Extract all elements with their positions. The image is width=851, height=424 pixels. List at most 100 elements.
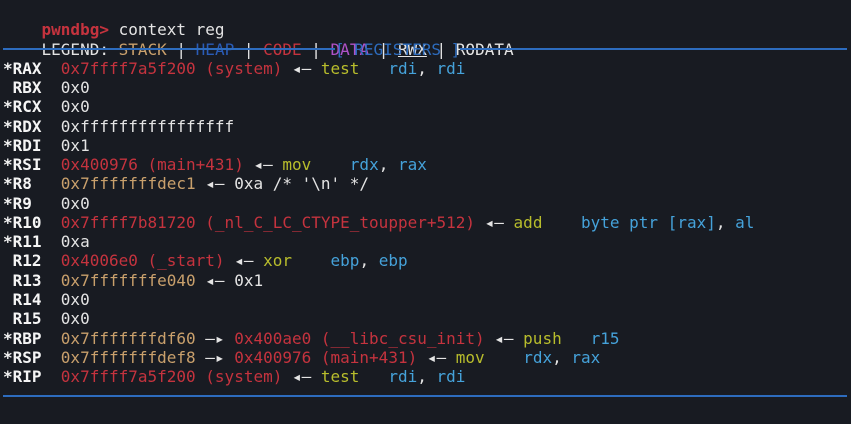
register-name: *RSI <box>3 155 61 175</box>
register-row: *RBP 0x7fffffffdf60 —▸ 0x400ae0 (__libc_… <box>3 329 851 348</box>
register-value-segment: rdx <box>349 155 379 175</box>
register-value-segment: ◂— <box>484 328 524 348</box>
register-value-segment <box>485 348 524 367</box>
register-row: R13 0x7fffffffe040 ◂— 0x1 <box>3 271 851 290</box>
register-value-segment: rax <box>571 347 601 367</box>
register-name: *RSP <box>3 347 61 367</box>
register-value-segment: ◂— 0x1 <box>195 270 264 290</box>
register-value-segment: , <box>359 251 379 271</box>
divider-line-left <box>3 48 335 51</box>
register-value-segment: 0x1 <box>60 135 90 155</box>
legend-separator: | <box>369 39 398 59</box>
register-value-segment: , <box>417 367 437 387</box>
register-value-segment: test <box>320 367 360 387</box>
divider-line-right <box>460 48 847 51</box>
register-name: RBX <box>3 78 61 98</box>
register-value-segment: ◂— <box>243 155 283 175</box>
register-row: *RAX 0x7ffff7a5f200 (system) ◂— test rdi… <box>3 59 851 78</box>
register-name: R12 <box>3 251 61 271</box>
register-value-segment: ◂— <box>475 212 514 232</box>
register-value-segment: rdi <box>388 58 418 78</box>
register-name: R14 <box>3 289 61 309</box>
register-value-segment: , <box>378 155 398 175</box>
register-value-segment: mov <box>455 347 485 367</box>
register-name: R13 <box>3 270 61 290</box>
register-row: R12 0x4006e0 (_start) ◂— xor ebp, ebp <box>3 251 851 270</box>
registers-section-title: [ REGISTERS ] <box>335 39 461 59</box>
register-row: *R11 0xa <box>3 232 851 251</box>
register-name: *RDI <box>3 135 61 155</box>
register-value-segment <box>542 213 581 232</box>
register-value-segment: 0x7ffff7b81720 (_nl_C_LC_CTYPE_toupper+5… <box>60 212 476 232</box>
bottom-divider-line <box>3 394 847 397</box>
register-row: *RDI 0x1 <box>3 136 851 155</box>
register-value-segment <box>311 155 350 174</box>
register-value-segment <box>292 251 331 270</box>
register-name: *RIP <box>3 367 61 387</box>
register-value-segment: al <box>735 212 755 232</box>
register-value-segment: , <box>552 347 572 367</box>
register-row: *R8 0x7fffffffdec1 ◂— 0xa /* '\n' */ <box>3 174 851 193</box>
register-row: *R10 0x7ffff7b81720 (_nl_C_LC_CTYPE_toup… <box>3 213 851 232</box>
register-name: *RAX <box>3 58 61 78</box>
register-name: *R11 <box>3 232 61 252</box>
register-name: R15 <box>3 309 61 329</box>
register-value-segment: ◂— <box>282 367 321 387</box>
bottom-prompt-line[interactable]: pwndbg> <box>3 406 851 424</box>
register-value-segment: r15 <box>590 328 620 348</box>
register-row: *R9 0x0 <box>3 194 851 213</box>
register-value-segment <box>562 329 591 348</box>
register-value-segment: ◂— <box>282 58 321 78</box>
register-value-segment: push <box>523 328 562 348</box>
register-value-segment: 0x0 <box>60 78 90 98</box>
register-value-segment: 0x0 <box>60 193 90 213</box>
register-value-segment: rax <box>397 155 427 175</box>
register-value-segment: 0x0 <box>60 97 90 117</box>
bottom-divider <box>3 386 851 405</box>
register-value-segment: 0x7ffff7a5f200 (system) <box>60 58 283 78</box>
register-value-segment: 0x400ae0 (__libc_csu_init) <box>234 328 485 348</box>
register-name: *RCX <box>3 97 61 117</box>
legend-item-rwx: RWX <box>397 39 427 59</box>
registers-list: *RAX 0x7ffff7a5f200 (system) ◂— test rdi… <box>3 59 851 387</box>
register-value-segment: ◂— <box>224 251 264 271</box>
register-value-segment: test <box>320 58 360 78</box>
register-value-segment: 0x400976 (main+431) <box>60 155 244 175</box>
register-name: *R10 <box>3 212 61 232</box>
legend-separator: | <box>426 39 456 59</box>
register-value-segment: , <box>715 212 736 232</box>
register-value-segment: 0xa <box>60 232 90 252</box>
register-name: *R9 <box>3 193 61 213</box>
register-row: *RSI 0x400976 (main+431) ◂— mov rdx, rax <box>3 155 851 174</box>
register-row: *RIP 0x7ffff7a5f200 (system) ◂— test rdi… <box>3 367 851 386</box>
register-value-segment: , <box>417 58 437 78</box>
register-value-segment: ◂— 0xa /* '\n' */ <box>195 174 370 194</box>
legend-item-data: DATA <box>330 39 370 59</box>
registers-section-divider: [ REGISTERS ] <box>3 40 851 59</box>
command-line: pwndbg> context reg <box>3 1 851 39</box>
register-value-segment: mov <box>282 155 312 175</box>
register-value-segment: byte ptr [rax] <box>580 212 716 232</box>
register-value-segment <box>359 367 388 386</box>
register-value-segment: 0x400976 (main+431) <box>234 347 418 367</box>
register-value-segment: 0x0 <box>60 309 90 329</box>
register-value-segment: —▸ <box>195 328 235 348</box>
register-value-segment: rdx <box>523 347 553 367</box>
register-value-segment: xor <box>263 251 292 271</box>
register-value-segment: add <box>513 212 543 232</box>
register-name: *R8 <box>3 174 61 194</box>
register-row: *RDX 0xffffffffffffffff <box>3 117 851 136</box>
register-value-segment: ebp <box>330 251 360 271</box>
register-name: *RDX <box>3 116 61 136</box>
register-value-segment: ebp <box>378 251 408 271</box>
register-row: *RSP 0x7fffffffdef8 —▸ 0x400976 (main+43… <box>3 348 851 367</box>
register-value-segment: rdi <box>436 58 466 78</box>
register-value-segment: —▸ <box>195 347 235 367</box>
register-value-segment: 0x4006e0 (_start) <box>60 251 225 271</box>
register-value-segment: rdi <box>388 367 418 387</box>
register-value-segment <box>359 59 388 78</box>
register-value-segment: 0x7fffffffdf60 <box>60 328 196 348</box>
register-value-segment: ◂— <box>417 347 456 367</box>
register-value-segment: 0x7fffffffdec1 <box>60 174 196 194</box>
